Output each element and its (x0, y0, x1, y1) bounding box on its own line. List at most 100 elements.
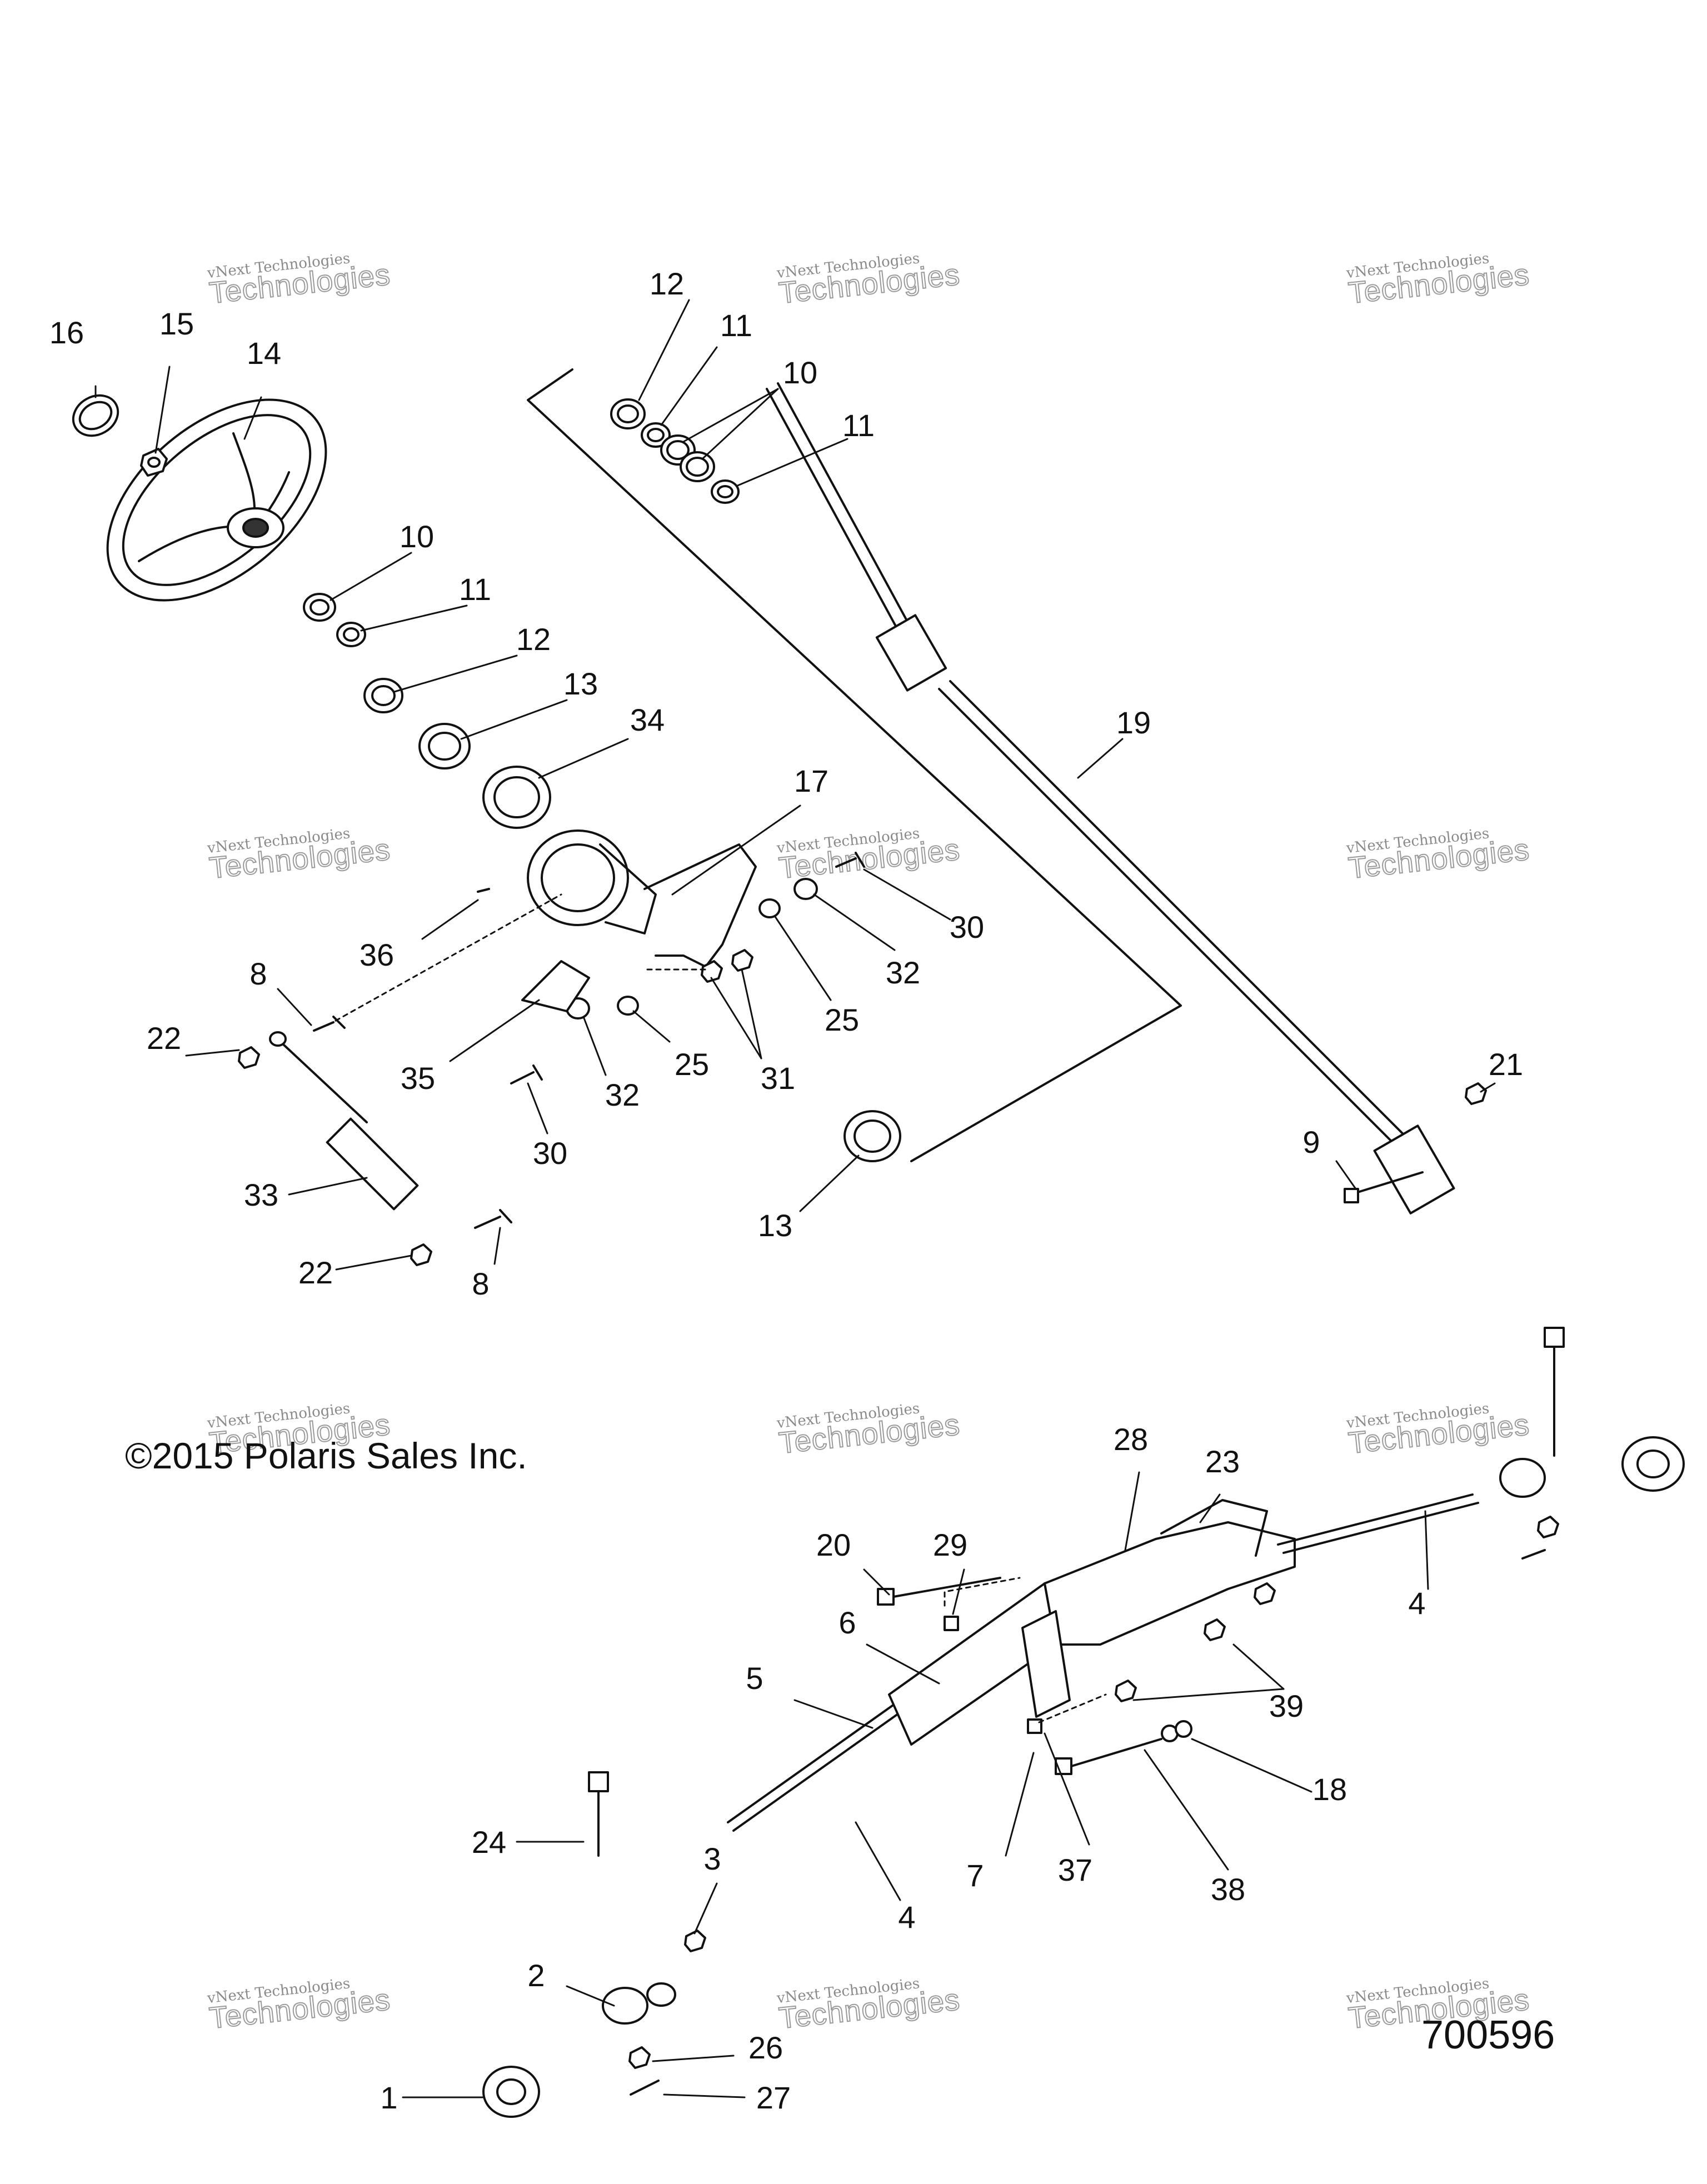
tie-rod-bolt (1544, 1327, 1565, 1457)
steering-rack (727, 1493, 1479, 1832)
reference-lines (327, 893, 1107, 1723)
spacer (793, 878, 818, 900)
gas-strut (269, 1031, 419, 1211)
callout-label: 7 (966, 1858, 984, 1893)
callout-label: 22 (147, 1021, 181, 1056)
tie-rod-bolt (588, 1771, 609, 1857)
bushing (610, 398, 646, 429)
sensor (521, 960, 590, 1012)
callout-label: 10 (783, 355, 817, 390)
callout-label: 6 (838, 1605, 856, 1640)
washer (680, 451, 715, 482)
nut (238, 1046, 260, 1069)
callout-label: 34 (630, 702, 665, 737)
callout-label: 18 (1312, 1772, 1347, 1807)
callout-labels: 16 15 14 12 11 10 11 10 11 12 13 34 17 1… (49, 266, 1523, 2115)
callout-label: 5 (746, 1661, 763, 1696)
mount-bolt (1055, 1738, 1162, 1775)
leader-lines (94, 299, 1496, 2098)
callout-label: 11 (720, 308, 752, 343)
nut (1254, 1582, 1276, 1605)
nut (1204, 1618, 1226, 1641)
callout-label: 25 (675, 1047, 709, 1082)
column-housing (527, 829, 757, 968)
bearing (843, 1110, 901, 1162)
bracket (1021, 1610, 1071, 1718)
callout-label: 38 (1211, 1872, 1245, 1907)
assembly-outline (527, 368, 1182, 1162)
screw (477, 888, 490, 893)
tie-rod-end (602, 1982, 676, 2025)
callout-label: 32 (886, 955, 920, 990)
washer (617, 996, 639, 1016)
bushing (482, 2066, 540, 2118)
tilt-bolt (835, 852, 865, 868)
callout-label: 33 (244, 1177, 278, 1212)
callout-label: 37 (1058, 1852, 1092, 1887)
callout-label: 28 (1114, 1422, 1148, 1457)
callout-label: 3 (703, 1841, 721, 1876)
bolt (1344, 1171, 1424, 1203)
callout-label: 12 (650, 266, 684, 301)
callout-label: 27 (756, 2080, 791, 2115)
steering-wheel (106, 398, 327, 602)
screw (944, 1616, 959, 1631)
callout-label: 13 (758, 1208, 792, 1243)
callout-label: 8 (249, 956, 267, 991)
callout-label: 29 (933, 1527, 967, 1562)
callout-label: 13 (563, 666, 598, 701)
washer (758, 898, 781, 918)
callout-label: 20 (816, 1527, 851, 1562)
pivot-bolt (474, 1209, 512, 1229)
callout-label: 11 (459, 572, 491, 607)
nut (701, 960, 723, 983)
callout-label: 26 (748, 2030, 783, 2065)
callout-label: 32 (605, 1077, 640, 1112)
nut (1115, 1680, 1137, 1702)
callout-label: 35 (401, 1061, 435, 1096)
callout-label: 23 (1205, 1444, 1240, 1479)
washer (711, 479, 740, 504)
tie-rod-end (1499, 1458, 1546, 1498)
callout-label: 10 (400, 519, 434, 554)
callout-label: 36 (360, 937, 394, 972)
mount-bolt (877, 1577, 1001, 1606)
callout-label: 39 (1269, 1688, 1304, 1723)
washer (336, 622, 366, 647)
callout-label: 16 (49, 315, 84, 350)
callout-label: 31 (761, 1061, 795, 1096)
callout-label: 9 (1302, 1125, 1320, 1160)
drawing-number: 700596 (1421, 2013, 1555, 2057)
bushing (1621, 1436, 1685, 1492)
steering-shaft (766, 382, 1455, 1215)
horn-cap (72, 394, 119, 437)
callout-label: 11 (842, 408, 875, 443)
tilt-bolt (510, 1064, 543, 1084)
callout-label: 4 (898, 1900, 915, 1935)
washer (303, 593, 336, 622)
callout-label: 17 (794, 763, 828, 798)
callout-label: 30 (950, 909, 984, 944)
bearing-housing (482, 766, 551, 829)
callout-label: 15 (159, 306, 194, 341)
callout-label: 30 (533, 1136, 567, 1171)
bearing (418, 723, 471, 769)
copyright-notice: ©2015 Polaris Sales Inc. (125, 1435, 527, 1476)
callout-label: 24 (472, 1825, 506, 1860)
callout-label: 4 (1408, 1586, 1425, 1621)
washer (1161, 1720, 1192, 1742)
wheel-nut (140, 448, 168, 477)
nut (684, 1930, 706, 1952)
callout-label: 19 (1116, 705, 1151, 740)
cotter-pin (1521, 1549, 1546, 1560)
callout-label: 12 (516, 622, 551, 657)
callout-label: 8 (472, 1266, 489, 1301)
castle-nut (628, 2046, 651, 2069)
callout-label: 21 (1489, 1047, 1523, 1082)
callout-label: 1 (380, 2080, 397, 2115)
washer (641, 422, 671, 448)
callout-label: 22 (298, 1255, 333, 1290)
bushing (363, 678, 403, 713)
cotter-pin (630, 2080, 660, 2096)
